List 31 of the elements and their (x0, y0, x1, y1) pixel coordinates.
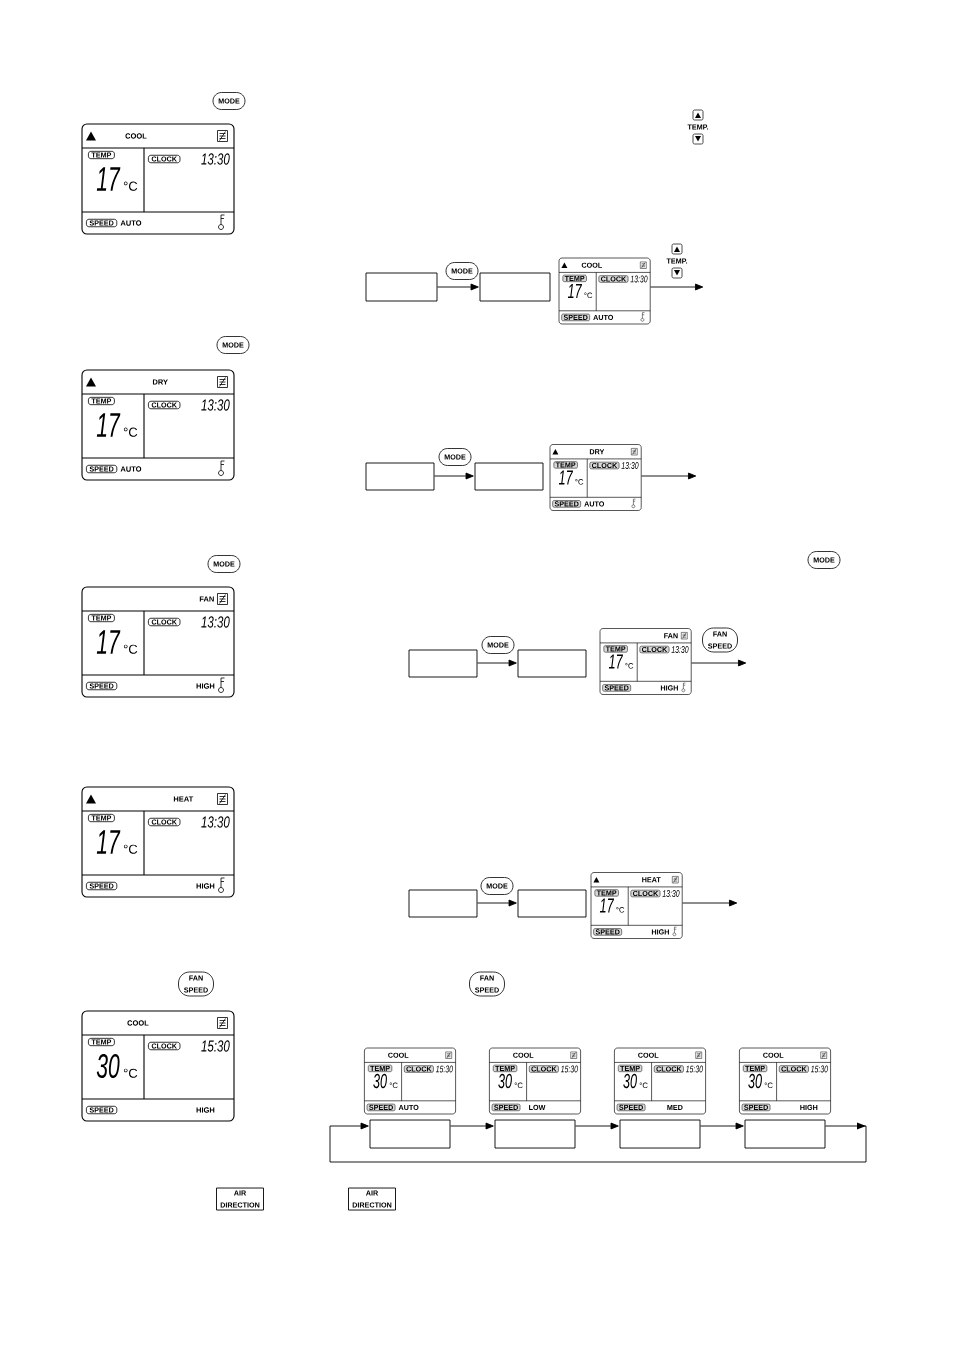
time-digits: 15:30 (560, 1065, 578, 1073)
temperature-digits: 17 (96, 630, 121, 654)
temperature-digits: 17 (96, 830, 121, 854)
temperature-digits: 30 (96, 1053, 120, 1079)
temperature-digits: 17 (567, 284, 582, 299)
time-digits: 13:30 (630, 275, 648, 283)
temperature-digits: 30 (498, 1073, 512, 1089)
unit-text: °C (123, 427, 138, 437)
unit-text: °C (123, 1068, 138, 1078)
time-digits: 15:30 (201, 1040, 230, 1052)
unit-text: °C (123, 844, 138, 854)
time-digits: 13:30 (201, 616, 230, 628)
temperature-digits: 17 (558, 470, 573, 485)
time-digits: 15:30 (810, 1065, 828, 1073)
time-digits: 13:30 (201, 153, 230, 165)
time-digits: 15:30 (435, 1065, 453, 1073)
time-digits: 15:30 (685, 1065, 703, 1073)
time-digits: 13:30 (201, 816, 230, 828)
temperature-digits: 17 (608, 654, 623, 669)
time-digits: 13:30 (662, 890, 680, 897)
time-digits: 13:30 (621, 462, 639, 469)
unit-text: °C (123, 644, 138, 654)
temperature-digits: 30 (748, 1073, 762, 1089)
temperature-digits: 30 (373, 1073, 387, 1089)
temperature-digits: 17 (599, 898, 614, 913)
time-digits: 13:30 (671, 646, 689, 653)
temperature-digits: 17 (96, 413, 121, 437)
temperature-digits: 17 (96, 167, 121, 191)
time-digits: 13:30 (201, 399, 230, 411)
unit-text: °C (123, 181, 138, 191)
temperature-digits: 30 (623, 1073, 637, 1089)
